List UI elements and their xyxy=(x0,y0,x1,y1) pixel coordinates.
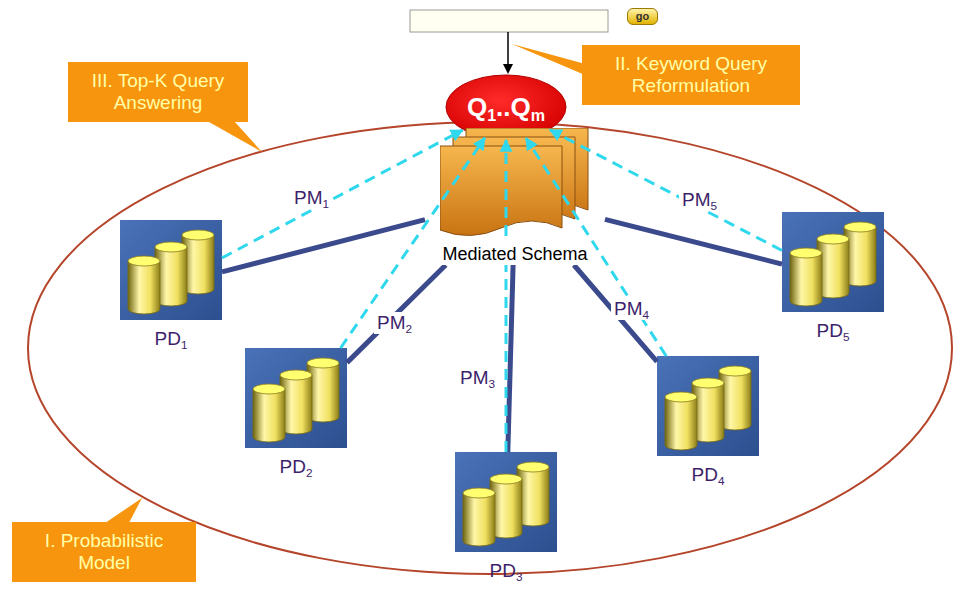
cylinder-body xyxy=(463,493,495,546)
subscript: m xyxy=(531,105,545,123)
database-node: PD5 xyxy=(782,212,884,342)
cylinder-body xyxy=(665,397,697,450)
subscript: 1 xyxy=(323,197,330,210)
cylinder-body xyxy=(790,253,822,306)
search-box xyxy=(410,10,608,32)
cylinder-body xyxy=(719,371,751,430)
button-label: go xyxy=(628,9,657,24)
query-ellipse: Q1..Qm xyxy=(445,74,567,140)
icon-ground xyxy=(245,348,347,448)
callout-text: II. Keyword Query Reformulation xyxy=(592,53,790,97)
database-icon xyxy=(657,356,759,456)
database-icon xyxy=(455,452,557,552)
schema-page xyxy=(440,146,562,236)
schema-node: Mediated Schema xyxy=(425,128,605,265)
subscript: 2 xyxy=(306,466,313,479)
callout-box: I. Probabilistic Model xyxy=(12,522,196,582)
icon-ground xyxy=(120,220,222,320)
cylinder-top xyxy=(665,392,697,402)
cylinder-top xyxy=(182,230,214,240)
icon-ground xyxy=(782,212,884,312)
edge-label: PM2 xyxy=(374,312,415,334)
subscript: 1 xyxy=(181,338,188,351)
database-label: PD4 xyxy=(657,464,759,486)
cylinder-top xyxy=(280,370,312,380)
cylinder-body xyxy=(253,389,285,442)
cylinder-body xyxy=(517,467,549,526)
cylinder-body xyxy=(692,383,724,442)
callout-pointer xyxy=(582,45,583,46)
database-node: PD3 xyxy=(455,452,557,582)
callout-pointer xyxy=(12,522,13,523)
cylinder-top xyxy=(719,366,751,376)
callout-text: III. Top-K Query Answering xyxy=(78,70,238,114)
cylinder-body xyxy=(280,375,312,434)
database-icon xyxy=(245,348,347,448)
database-node: PD4 xyxy=(657,356,759,486)
schema-icon xyxy=(440,128,590,240)
cylinder-top xyxy=(253,384,285,394)
cylinder-top xyxy=(790,248,822,258)
model-boundary xyxy=(28,122,952,574)
cylinder-top xyxy=(155,242,187,252)
subscript: 5 xyxy=(711,199,718,212)
edge-label: PM5 xyxy=(679,189,720,211)
cylinder-top xyxy=(844,222,876,232)
database-label: PD5 xyxy=(782,320,884,342)
cylinder-top xyxy=(307,358,339,368)
database-label: PD1 xyxy=(120,328,222,350)
cylinder-body xyxy=(128,261,160,314)
mapping-line xyxy=(605,219,782,264)
schema-label: Mediated Schema xyxy=(438,243,591,265)
subscript: 5 xyxy=(843,330,850,343)
schema-page xyxy=(466,128,588,218)
edge-label: PM1 xyxy=(291,187,332,209)
subscript: 3 xyxy=(489,377,496,390)
cylinder-top xyxy=(517,462,549,472)
cylinder-top xyxy=(128,256,160,266)
query-flow-arrow xyxy=(550,130,782,251)
subscript: 3 xyxy=(516,570,523,583)
cylinder-top xyxy=(463,488,495,498)
schema-page xyxy=(453,137,575,227)
query-flow-arrow xyxy=(505,140,508,452)
cylinder-body xyxy=(155,247,187,306)
edge-label: PM4 xyxy=(611,298,652,320)
icon-ground xyxy=(657,356,759,456)
database-node: PD1 xyxy=(120,220,222,350)
mapping-line xyxy=(508,265,513,452)
mapping-line xyxy=(347,265,446,363)
edge-label: PM3 xyxy=(457,367,498,389)
cylinder-body xyxy=(490,479,522,538)
database-icon xyxy=(782,212,884,312)
database-icon xyxy=(120,220,222,320)
cylinder-top xyxy=(817,234,849,244)
pointer-shape xyxy=(512,44,625,92)
query-label: Q1..Qm xyxy=(467,92,545,123)
subscript: 1 xyxy=(487,105,496,123)
subscript: 4 xyxy=(643,308,650,321)
subscript: 4 xyxy=(718,474,725,487)
database-label: PD2 xyxy=(245,456,347,478)
subscript: 2 xyxy=(406,322,413,335)
callout-box: II. Keyword Query Reformulation xyxy=(582,45,800,105)
arrow-head xyxy=(503,64,513,74)
ellipse-fill xyxy=(446,75,566,139)
callout-pointer xyxy=(68,62,69,63)
query-arrow xyxy=(507,32,509,66)
mapping-line xyxy=(222,220,425,272)
query-flow-arrow xyxy=(222,130,463,258)
cylinder-body xyxy=(182,235,214,294)
icon-ground xyxy=(455,452,557,552)
cylinder-body xyxy=(307,363,339,422)
cylinder-body xyxy=(817,239,849,298)
cylinder-top xyxy=(490,474,522,484)
callout-text: I. Probabilistic Model xyxy=(22,530,186,574)
database-node: PD2 xyxy=(245,348,347,478)
cylinder-top xyxy=(692,378,724,388)
database-label: PD3 xyxy=(455,560,557,582)
callout-box: III. Top-K Query Answering xyxy=(68,62,248,122)
go-button: go xyxy=(627,8,658,25)
cylinder-body xyxy=(844,227,876,286)
